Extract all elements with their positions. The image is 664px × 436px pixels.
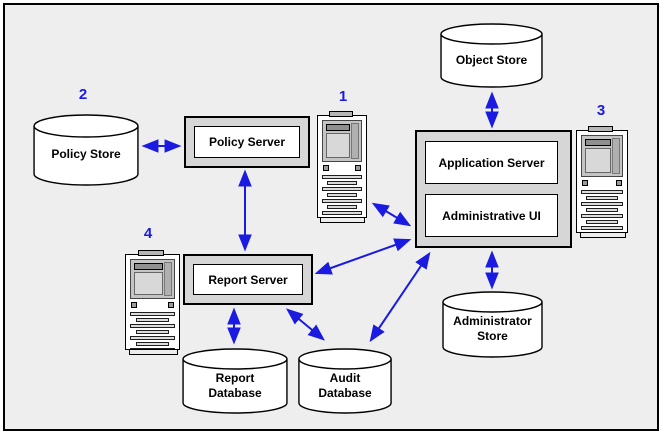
- object-store-label: Object Store: [455, 52, 528, 67]
- administrator-store-label-line2: Store: [477, 329, 508, 343]
- database-cylinder-icon: [440, 23, 543, 88]
- policy-store-node: Policy Store: [33, 114, 139, 186]
- database-cylinder-icon: [33, 114, 139, 186]
- audit-database-label-line2: Database: [318, 385, 372, 400]
- object-store-node: Object Store: [440, 23, 543, 88]
- application-server-container: Application Server Administrative UI: [415, 130, 572, 248]
- database-cylinder-icon: [442, 291, 543, 358]
- report-server-box: Report Server: [193, 264, 303, 295]
- report-server-container: Report Server: [183, 254, 313, 305]
- machine-3-label: 3: [596, 102, 606, 119]
- administrative-ui-box: Administrative UI: [425, 194, 558, 237]
- report-database-label-line1: Report: [215, 370, 255, 385]
- policy-store-label: Policy Store: [51, 147, 121, 161]
- administrator-store-label-line1: Administrator: [453, 314, 532, 328]
- application-server-label: Application Server: [438, 155, 545, 170]
- machine-4-label: 4: [143, 225, 153, 242]
- policy-server-label: Policy Server: [208, 135, 286, 149]
- administrative-ui-label: Administrative UI: [442, 208, 541, 223]
- server-tower-3-icon: [576, 126, 628, 238]
- machine-1-label: 1: [338, 88, 348, 105]
- database-cylinder-icon: [298, 348, 392, 414]
- report-server-label: Report Server: [208, 272, 288, 287]
- audit-database-label-line1: Audit: [329, 370, 361, 385]
- server-tower-4-icon: [125, 250, 180, 355]
- report-database-node: Report Database: [182, 348, 288, 414]
- policy-server-box: Policy Server: [194, 126, 300, 158]
- administrator-store-node: Administrator Store: [442, 291, 543, 358]
- application-server-box: Application Server: [425, 141, 558, 184]
- audit-database-node: Audit Database: [298, 348, 392, 414]
- report-database-label-line2: Database: [208, 385, 262, 400]
- machine-2-label: 2: [78, 86, 88, 103]
- server-tower-1-icon: [317, 111, 367, 223]
- database-cylinder-icon: [182, 348, 288, 414]
- policy-server-container: Policy Server: [184, 116, 310, 168]
